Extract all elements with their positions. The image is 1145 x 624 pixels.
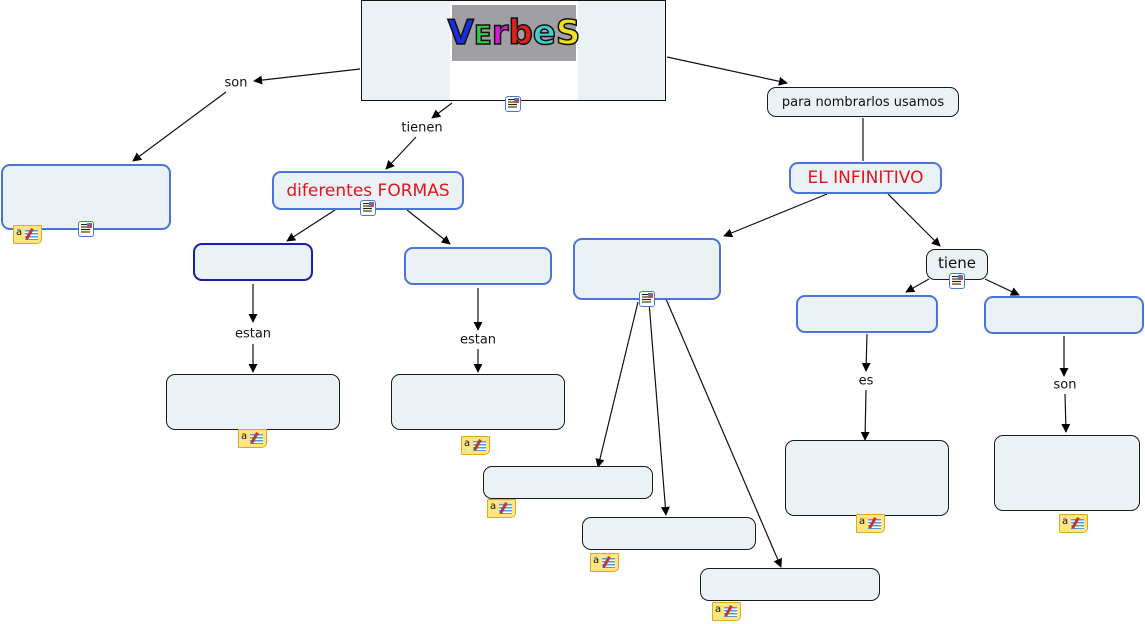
resource-icon[interactable] [949,273,965,289]
note-icon[interactable]: a [590,553,619,572]
link-infinitivo-left [723,193,828,238]
concept-formas-left[interactable] [193,243,313,281]
concept-el-infinitivo[interactable]: EL INFINITIVO [789,162,942,194]
note-icon[interactable]: a [487,499,516,518]
link-phrase-tienen[interactable]: tienen [399,120,445,136]
link-phrase-estan[interactable]: estan [457,332,499,348]
concept-tiene-left[interactable] [796,295,938,333]
concept-ending-1[interactable] [483,466,653,499]
concept-ending-3[interactable] [700,568,880,601]
link-tieneleft-es [861,333,871,372]
resource-icon[interactable] [505,96,521,112]
link-phrase-son[interactable]: son [222,75,250,91]
concept-estan-left-target[interactable] [166,374,340,430]
resource-icon[interactable] [360,200,376,216]
verbos-logo: VErbeS [447,5,581,61]
concept-son-target[interactable] [994,435,1140,511]
concept-es-target[interactable] [785,440,949,516]
concept-para-nombrarlos-usamos[interactable]: para nombrarlos usamos [767,87,959,117]
concept-diferentes-formas[interactable]: diferentes FORMAS [272,171,464,210]
link-root-tienen [431,102,453,119]
link-formas-right [406,209,451,245]
concept-estan-right-target[interactable] [391,374,565,430]
concept-formas-right[interactable] [404,247,552,285]
link-phrase-es[interactable]: es [856,373,876,389]
link-formas-left [286,209,336,242]
link-phrase-estan[interactable]: estan [232,326,274,342]
note-icon[interactable]: a [13,225,42,244]
concept-tiene-right[interactable] [984,296,1144,334]
link-root-para [666,56,788,86]
link-infleft-ending3 [665,298,782,568]
note-icon[interactable]: a [238,429,267,448]
link-tienen-formas [385,136,417,170]
link-phrase-son[interactable]: son [1051,377,1079,393]
resource-icon[interactable] [78,221,94,237]
note-icon[interactable]: a [856,514,885,533]
link-infinitivo-tiene [887,193,941,247]
link-tiene-left [905,278,930,293]
note-icon[interactable]: a [461,436,490,455]
root-concept-verbos[interactable]: VErbeS [361,0,666,101]
verbos-image: VErbeS [447,1,581,100]
concept-ending-2[interactable] [582,517,756,550]
resource-icon[interactable] [639,291,655,307]
link-son-target [1061,393,1071,433]
link-root-son [253,68,361,85]
link-tiene-right [984,278,1020,296]
link-son-leftbox [132,91,227,162]
link-es-target [860,389,870,441]
link-infleft-ending1 [595,301,639,468]
verbos-logo-text: VErbeS [447,12,581,54]
note-icon[interactable]: a [712,602,741,621]
concept-left-box[interactable] [1,164,171,230]
link-infleft-ending2 [648,301,670,516]
note-icon[interactable]: a [1059,514,1088,533]
